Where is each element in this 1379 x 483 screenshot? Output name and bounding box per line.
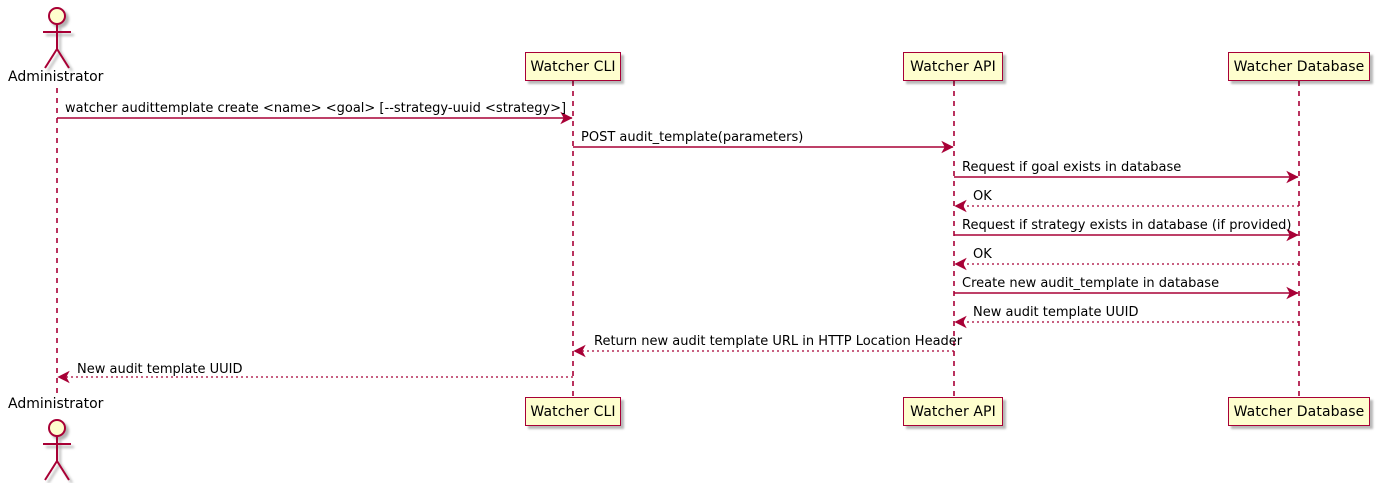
message-label-10: New audit template UUID — [77, 362, 243, 377]
message-arrowhead-4 — [954, 199, 967, 213]
message-label-6: OK — [973, 247, 992, 262]
message-arrowhead-3 — [1286, 170, 1299, 184]
message-arrows-group — [57, 111, 1299, 384]
participant-box-watcher-api-top[interactable]: Watcher API — [903, 52, 1003, 81]
actor-glyphs-group — [43, 7, 71, 481]
message-arrowhead-7 — [1286, 286, 1299, 300]
message-label-4: OK — [973, 189, 992, 204]
actor-label-administrator-bottom: Administrator — [8, 396, 104, 412]
message-label-3: Request if goal exists in database — [962, 160, 1182, 175]
participant-box-watcher-cli-bottom[interactable]: Watcher CLI — [525, 397, 621, 426]
message-arrowhead-5 — [1286, 228, 1299, 242]
message-arrowhead-6 — [954, 257, 967, 271]
message-arrowhead-9 — [573, 344, 586, 358]
message-label-8: New audit template UUID — [973, 305, 1139, 320]
message-arrowhead-8 — [954, 315, 967, 329]
participant-box-watcher-database-bottom[interactable]: Watcher Database — [1228, 397, 1370, 426]
lifelines-group — [56, 81, 1300, 397]
message-label-5: Request if strategy exists in database (… — [962, 218, 1292, 233]
actor-label-administrator-top: Administrator — [8, 69, 104, 85]
message-arrowhead-2 — [941, 140, 954, 154]
message-arrowhead-10 — [57, 370, 70, 384]
actor-stick-figure — [43, 419, 71, 481]
message-label-9: Return new audit template URL in HTTP Lo… — [594, 334, 963, 349]
actor-stick-figure — [43, 7, 71, 69]
message-label-2: POST audit_template(parameters) — [581, 130, 804, 145]
message-arrowhead-1 — [560, 111, 573, 125]
participant-box-watcher-api-bottom[interactable]: Watcher API — [903, 397, 1003, 426]
message-label-7: Create new audit_template in database — [962, 276, 1220, 291]
participant-box-watcher-database-top[interactable]: Watcher Database — [1228, 52, 1370, 81]
message-label-1: watcher audittemplate create <name> <goa… — [65, 101, 567, 116]
participant-box-watcher-cli-top[interactable]: Watcher CLI — [525, 52, 621, 81]
